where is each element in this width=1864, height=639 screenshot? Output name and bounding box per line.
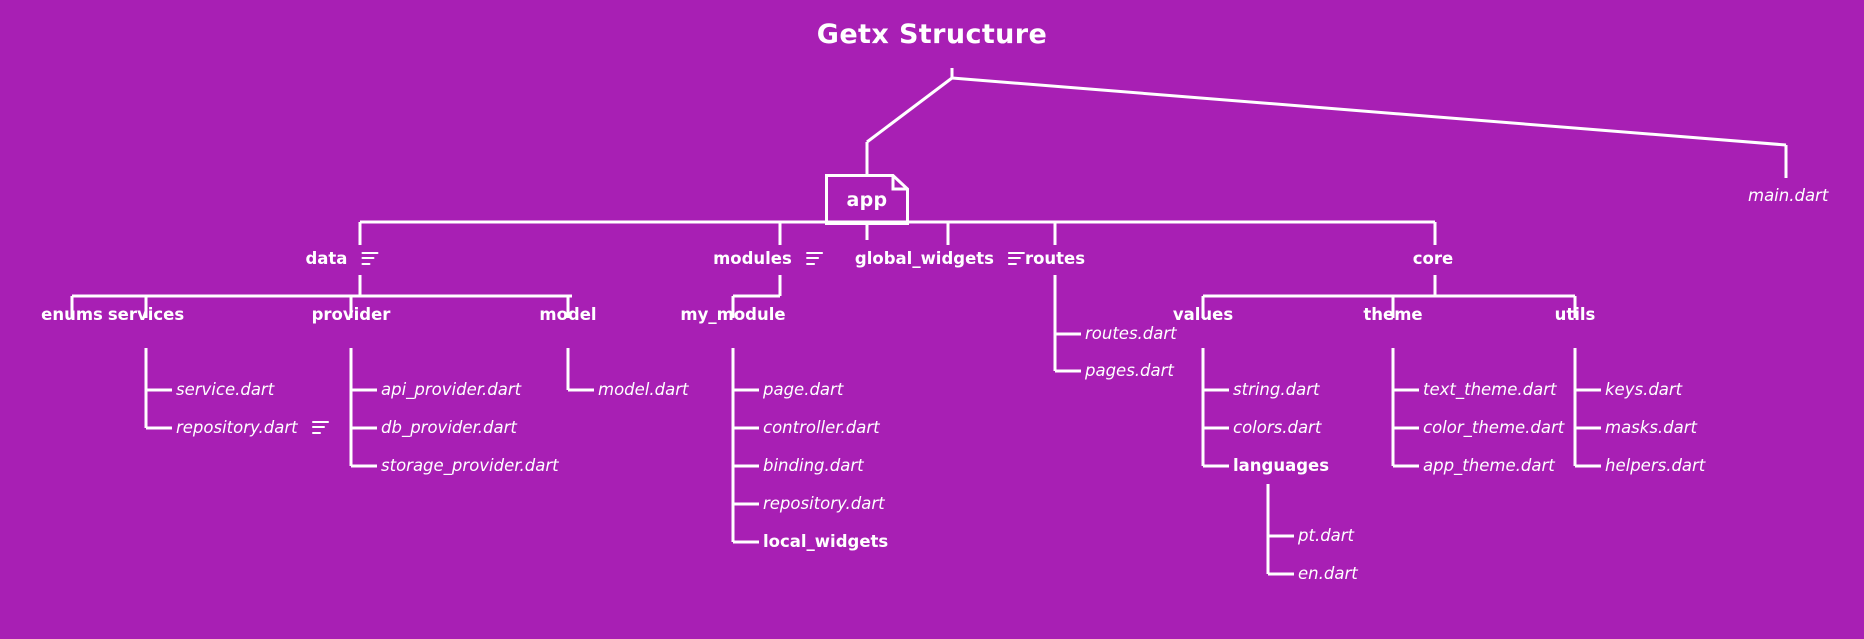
node-string-dart-label: string.dart: [1233, 380, 1320, 400]
node-app-theme-dart-label: app_theme.dart: [1423, 456, 1555, 476]
node-routes[interactable]: routes: [1025, 251, 1085, 268]
node-page-dart-label: page.dart: [763, 380, 844, 400]
node-app[interactable]: app: [825, 174, 909, 225]
node-colors-dart-label: colors.dart: [1233, 418, 1322, 438]
node-binding-dart[interactable]: binding.dart: [763, 458, 864, 475]
node-string-dart[interactable]: string.dart: [1233, 382, 1319, 399]
node-my-module[interactable]: my_module: [680, 307, 785, 324]
node-helpers-dart-label: helpers.dart: [1605, 456, 1706, 476]
node-service-dart[interactable]: service.dart: [176, 382, 274, 399]
menu-icon[interactable]: [805, 251, 823, 266]
document-icon: [825, 174, 909, 225]
node-repository-dart-label: repository.dart: [176, 418, 298, 438]
menu-icon[interactable]: [1008, 251, 1026, 266]
node-db-provider-dart-label: db_provider.dart: [381, 418, 517, 438]
node-values-label: values: [1172, 305, 1234, 325]
node-controller-dart[interactable]: controller.dart: [763, 420, 880, 437]
node-color-theme-dart-label: color_theme.dart: [1423, 418, 1565, 438]
menu-icon[interactable]: [311, 420, 329, 435]
node-app-label: app: [846, 188, 888, 211]
node-theme-label: theme: [1363, 305, 1423, 325]
node-core[interactable]: core: [1413, 251, 1453, 268]
node-pt-dart-label: pt.dart: [1298, 526, 1355, 546]
node-pages-dart-label: pages.dart: [1085, 361, 1174, 381]
node-data[interactable]: data: [305, 249, 379, 269]
node-en-dart[interactable]: en.dart: [1298, 566, 1358, 583]
node-theme[interactable]: theme: [1363, 307, 1422, 324]
node-service-dart-label: service.dart: [176, 380, 275, 400]
node-utils[interactable]: utils: [1555, 307, 1596, 324]
node-routes-dart-label: routes.dart: [1085, 324, 1177, 344]
node-routes-label: routes: [1024, 249, 1086, 269]
node-en-dart-label: en.dart: [1298, 564, 1358, 584]
node-utils-label: utils: [1554, 305, 1596, 325]
node-local-widgets-label: local_widgets: [763, 532, 889, 552]
node-routes-dart[interactable]: routes.dart: [1085, 326, 1177, 343]
node-repository-dart-module[interactable]: repository.dart: [763, 496, 885, 513]
node-pt-dart[interactable]: pt.dart: [1298, 528, 1354, 545]
node-model[interactable]: model: [539, 307, 596, 324]
node-controller-dart-label: controller.dart: [763, 418, 880, 438]
node-services[interactable]: services: [108, 307, 184, 324]
node-repository-dart-label: repository.dart: [763, 494, 885, 514]
node-storage-provider-dart[interactable]: storage_provider.dart: [381, 458, 559, 475]
node-languages-label: languages: [1233, 456, 1330, 476]
node-storage-provider-dart-label: storage_provider.dart: [381, 456, 559, 476]
node-api-provider-dart-label: api_provider.dart: [381, 380, 522, 400]
node-enums-label: enums: [41, 305, 103, 325]
node-modules-label: modules: [713, 249, 792, 269]
page-title: Getx Structure: [816, 19, 1048, 50]
node-page-dart[interactable]: page.dart: [763, 382, 843, 399]
node-masks-dart[interactable]: masks.dart: [1605, 420, 1697, 437]
node-enums[interactable]: enums: [41, 307, 103, 324]
node-db-provider-dart[interactable]: db_provider.dart: [381, 420, 517, 437]
node-colors-dart[interactable]: colors.dart: [1233, 420, 1321, 437]
node-values[interactable]: values: [1173, 307, 1233, 324]
node-my-module-label: my_module: [680, 305, 786, 325]
menu-icon[interactable]: [361, 251, 379, 266]
node-modules[interactable]: modules: [713, 251, 823, 268]
node-keys-dart[interactable]: keys.dart: [1605, 382, 1682, 399]
node-local-widgets[interactable]: local_widgets: [763, 534, 888, 551]
node-provider[interactable]: provider: [312, 307, 391, 324]
node-provider-label: provider: [311, 305, 391, 325]
node-main-dart[interactable]: main.dart: [1748, 188, 1828, 205]
node-global-widgets-label: global_widgets: [854, 249, 994, 269]
node-text-theme-dart[interactable]: text_theme.dart: [1423, 382, 1557, 399]
node-global-widgets[interactable]: global_widgets: [854, 249, 1026, 269]
node-app-theme-dart[interactable]: app_theme.dart: [1423, 458, 1555, 475]
node-keys-dart-label: keys.dart: [1605, 380, 1683, 400]
node-languages[interactable]: languages: [1233, 458, 1329, 475]
node-services-label: services: [107, 305, 185, 325]
node-data-label: data: [305, 249, 348, 269]
node-binding-dart-label: binding.dart: [763, 456, 864, 476]
node-model-dart[interactable]: model.dart: [598, 382, 688, 399]
node-repository-dart-services[interactable]: repository.dart: [176, 420, 329, 437]
node-model-dart-label: model.dart: [598, 380, 689, 400]
node-masks-dart-label: masks.dart: [1605, 418, 1698, 438]
node-color-theme-dart[interactable]: color_theme.dart: [1423, 420, 1564, 437]
node-core-label: core: [1412, 249, 1454, 269]
node-api-provider-dart[interactable]: api_provider.dart: [381, 382, 521, 399]
node-main-dart-label: main.dart: [1748, 186, 1829, 206]
node-pages-dart[interactable]: pages.dart: [1085, 363, 1174, 380]
node-model-label: model: [539, 305, 597, 325]
node-helpers-dart[interactable]: helpers.dart: [1605, 458, 1705, 475]
node-text-theme-dart-label: text_theme.dart: [1423, 380, 1557, 400]
